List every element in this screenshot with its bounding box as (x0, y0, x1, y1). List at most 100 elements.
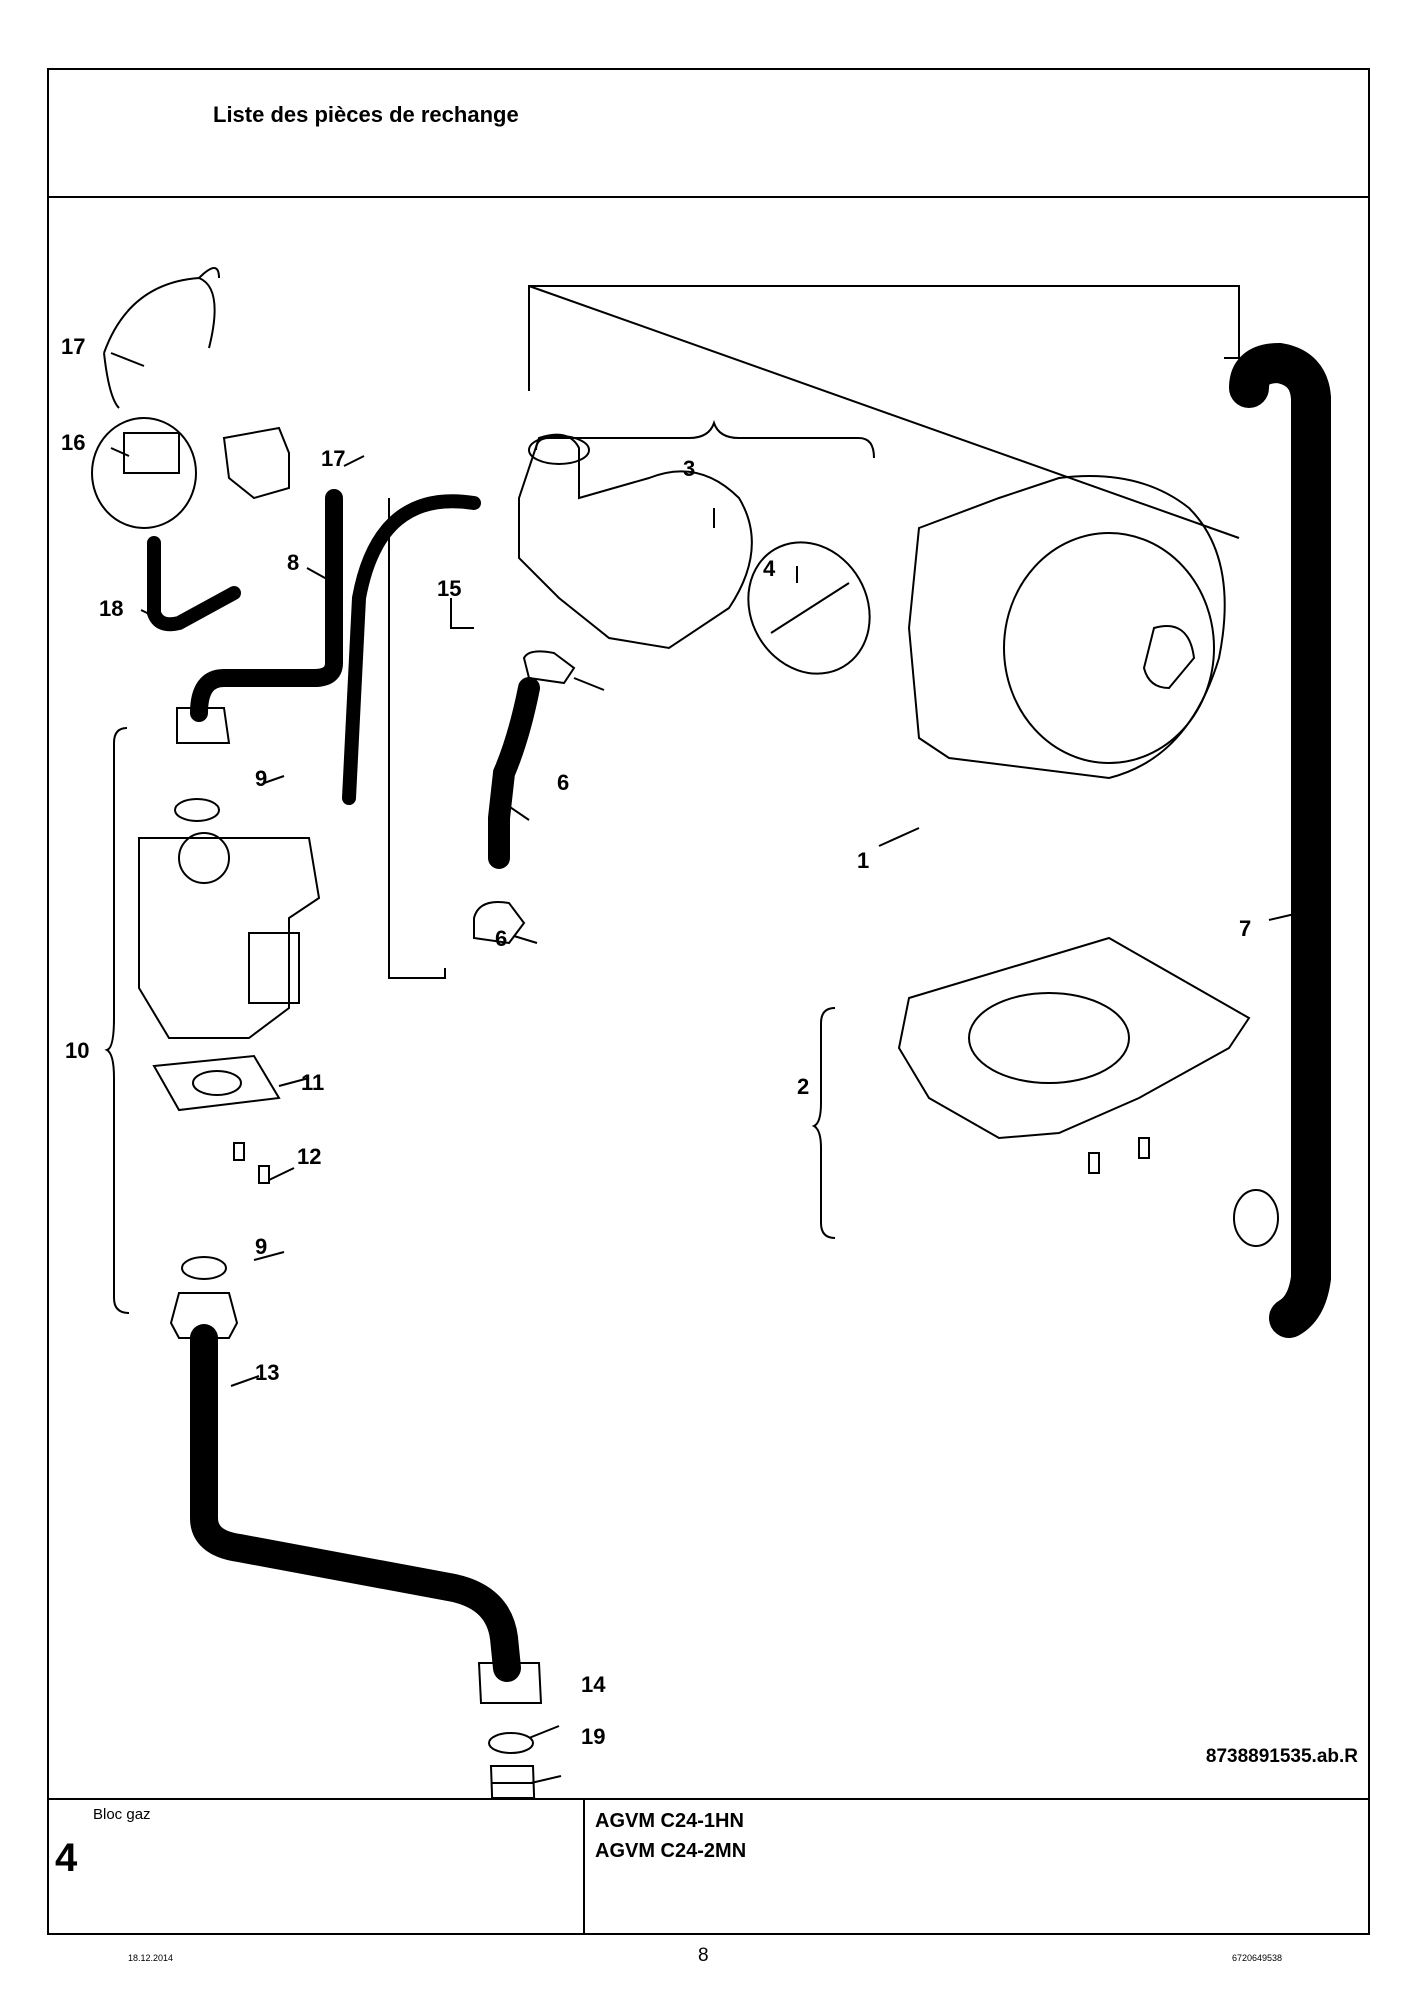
part-8-nut (176, 707, 231, 744)
part-label: 15 (437, 576, 462, 601)
part-label: 16 (61, 430, 86, 455)
leader-12 (268, 1167, 295, 1181)
parts-drawing (91, 267, 1331, 1798)
part-19-thread (491, 1782, 533, 1798)
part-11-gasket (152, 1054, 281, 1112)
bracket-3 (535, 419, 875, 459)
footer-section-cell: Bloc gaz 4 (49, 1800, 585, 1933)
leader-8 (306, 567, 335, 584)
part-12-screw-a (233, 1142, 245, 1161)
bracket-10 (104, 727, 130, 1314)
part-4-slot (770, 582, 850, 634)
part-1-fan (907, 475, 1226, 780)
part-label: 17 (61, 334, 86, 359)
leader-11 (278, 1077, 310, 1087)
part-7-end (1233, 1189, 1279, 1247)
page-number: 8 (698, 1945, 709, 1966)
leader-16 (110, 447, 130, 457)
part-10-coil (248, 932, 300, 1004)
part-2-plate (897, 936, 1251, 1140)
section-name: Bloc gaz (93, 1806, 151, 1823)
leader-13 (230, 1375, 260, 1387)
leader-17b (343, 455, 365, 467)
page-frame: Liste des pièces de rechange (47, 68, 1370, 1935)
part-16-top (123, 432, 180, 474)
routing-line (388, 498, 446, 979)
figure-reference: 8738891535.ab.R (1205, 1746, 1358, 1767)
part-label: 11 (301, 1070, 325, 1095)
part-13-nut (169, 1292, 239, 1339)
part-label: 5 (497, 810, 510, 835)
part-2-screw-b (1138, 1137, 1150, 1159)
part-label: 17 (321, 446, 346, 471)
exploded-diagram: 17 16 17 18 8 15 3 4 9 6 5 1 6 7 10 11 2… (49, 198, 1368, 1798)
part-label: 14 (581, 1672, 606, 1697)
leader-6a (573, 677, 605, 691)
leader-6b (513, 935, 538, 944)
part-label: 13 (255, 1360, 280, 1385)
part-12-screw-b (258, 1165, 270, 1184)
part-label: 4 (763, 556, 776, 581)
part-label: 9 (255, 1234, 268, 1259)
fan-connector-line (528, 285, 1240, 539)
part-4-disc (747, 541, 871, 675)
leader-17a (110, 352, 145, 367)
part-6-clamp-upper (522, 650, 576, 685)
part-8-tube (190, 489, 343, 722)
part-13-pipe (190, 1324, 521, 1682)
leader-14 (528, 1725, 560, 1739)
part-3-inlet (528, 435, 590, 465)
page-title: Liste des pièces de rechange (213, 102, 519, 127)
part-label: 8 (287, 550, 300, 575)
part-18-hose (147, 536, 241, 632)
part-14-ring (488, 1732, 534, 1754)
part-1-fan-knob (1142, 625, 1196, 690)
part-label: 7 (1239, 916, 1252, 941)
leader-9b (253, 1251, 285, 1261)
section-number: 4 (55, 1836, 78, 1880)
part-19-fitting (489, 1765, 536, 1798)
part-16-body (91, 417, 197, 529)
bracket-2 (811, 1007, 836, 1239)
part-5-hose (488, 677, 540, 869)
model-name: AGVM C24-1HN (595, 1810, 744, 1832)
part-label: 1 (857, 848, 870, 873)
part-label: 9 (255, 766, 268, 791)
part-9-ring-upper (174, 798, 220, 822)
leader-9a (263, 775, 285, 784)
header: Liste des pièces de rechange (49, 70, 1368, 198)
leader-15 (450, 598, 474, 629)
part-17-connector (222, 426, 290, 500)
part-9-ring-lower (181, 1256, 227, 1280)
part-label: 6 (557, 770, 570, 795)
part-10-gas-valve (138, 837, 321, 1039)
part-11-hole (192, 1070, 242, 1096)
part-7-pipe (1229, 342, 1331, 1338)
part-label: 19 (581, 1724, 606, 1749)
part-label: 10 (65, 1038, 90, 1063)
part-3-housing (518, 433, 753, 650)
document-number: 6720649538 (1232, 1953, 1283, 1963)
leader-5 (503, 802, 530, 821)
leader-18 (140, 609, 175, 627)
part-10-inlet (178, 832, 230, 884)
model-list: AGVM C24-1HN AGVM C24-2MN (595, 1806, 746, 1866)
part-2-hole (968, 992, 1130, 1084)
fan-bracket-line (528, 285, 1240, 391)
print-date: 18.12.2014 (128, 1953, 174, 1963)
part-label: 2 (797, 1074, 810, 1099)
part-17-ring (103, 267, 220, 409)
footer: Bloc gaz 4 AGVM C24-1HN AGVM C24-2MN (49, 1798, 1368, 1933)
leader-19 (530, 1775, 562, 1784)
part-label: 3 (683, 456, 696, 481)
part-2-screw-a (1088, 1152, 1100, 1174)
part-13-end-nut (477, 1662, 543, 1704)
leader-1 (878, 827, 920, 847)
leader-7 (1268, 912, 1300, 921)
part-15-hose (342, 494, 481, 805)
part-1-fan-cover (1003, 532, 1215, 764)
model-name: AGVM C24-2MN (595, 1840, 747, 1862)
part-label: 6 (495, 926, 508, 951)
part-label: 18 (99, 596, 124, 621)
part-label: 12 (297, 1144, 322, 1169)
